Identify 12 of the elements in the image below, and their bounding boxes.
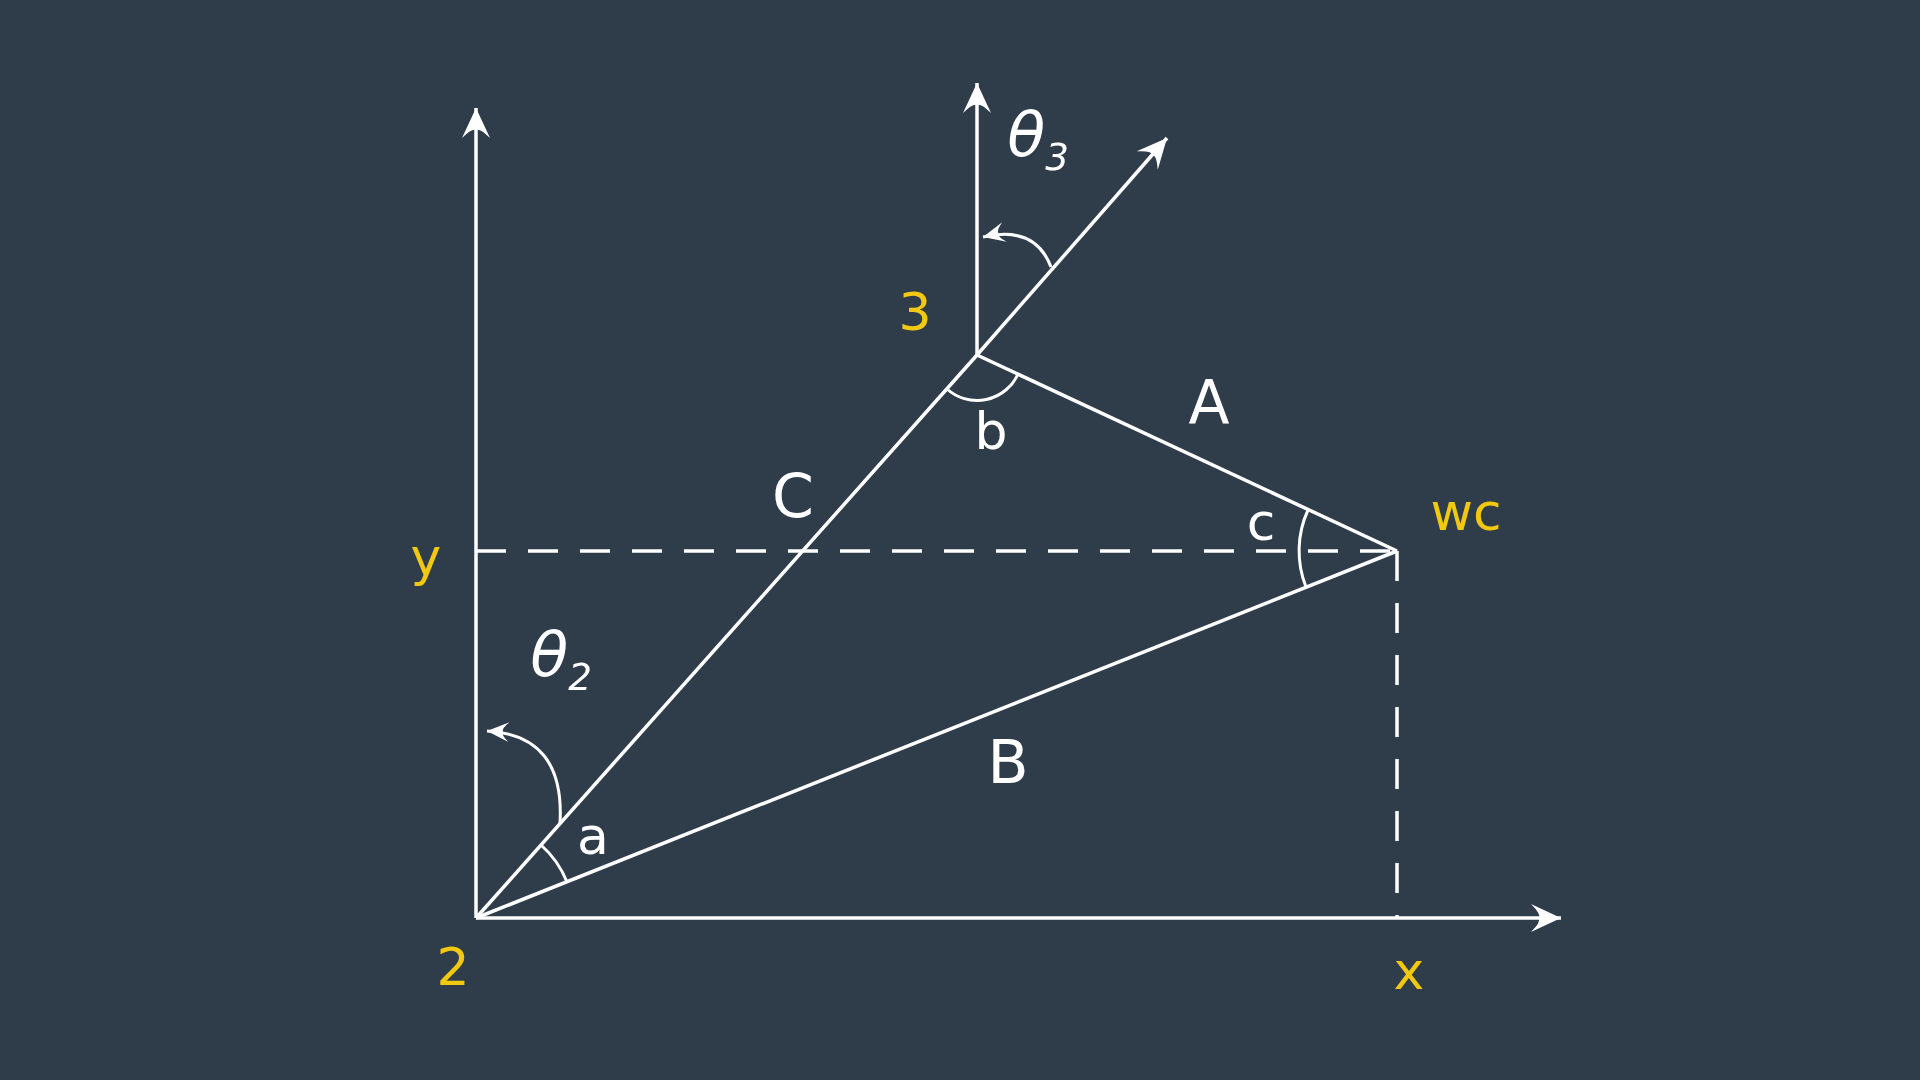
angle-label: a [577,810,609,862]
axis-label: x [1393,945,1425,997]
triangle-side [474,353,979,920]
triangle-side [976,353,1398,553]
triangle-side [475,549,1398,920]
angle-label: c [1246,496,1276,548]
angle-symbol: θ$_{2}$ [530,624,592,696]
point-label: wc [1430,486,1502,538]
angle-label: b [974,405,1008,457]
angle-symbol: θ$_{3}$ [1007,104,1069,176]
point-label: 2 [436,941,470,993]
point-label: 3 [898,286,932,338]
